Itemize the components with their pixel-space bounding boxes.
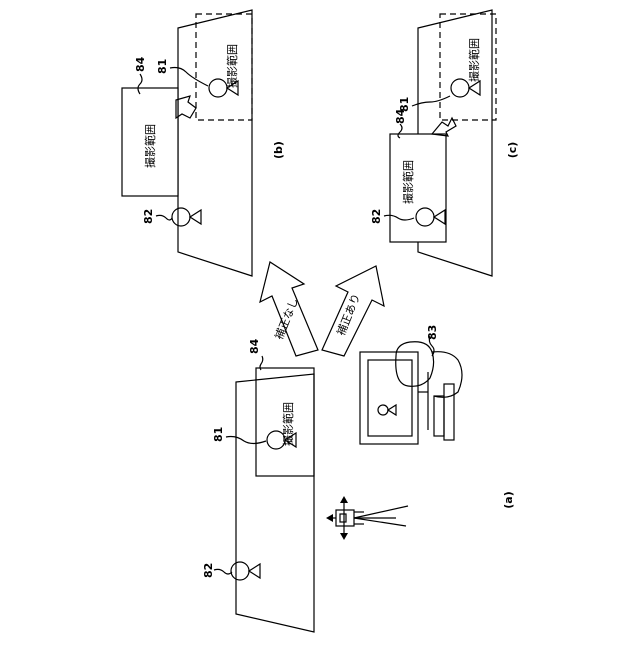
arrow-with-correction: 補正あり — [322, 266, 384, 356]
panel-b-label: (b) — [272, 141, 285, 159]
panel-a-subject-82 — [231, 562, 260, 580]
panel-b-ref-84: 84 — [134, 56, 147, 72]
panel-c: 撮影範囲 撮影範囲 84 81 82 (c) — [370, 10, 519, 276]
panel-a: 撮影範囲 84 81 82 — [202, 325, 515, 632]
panel-b: 撮影範囲 撮影範囲 84 81 82 (b) — [122, 10, 285, 276]
arrow-without-correction: 補正なし — [260, 262, 318, 356]
panel-c-ref-81: 81 — [398, 97, 411, 112]
panel-c-shifted-range — [390, 134, 446, 242]
camera-tripod-icon — [326, 496, 408, 540]
panel-b-floor — [178, 10, 252, 276]
panel-b-ref-82: 82 — [142, 209, 155, 224]
panel-b-subject-82 — [172, 208, 201, 226]
panel-b-leader-81 — [170, 68, 208, 87]
panel-b-original-range — [196, 14, 252, 120]
panel-a-leader-82 — [214, 569, 232, 574]
panel-c-ref-82: 82 — [370, 209, 383, 224]
panel-a-leader-81 — [226, 437, 266, 444]
panel-c-range-label-original: 撮影範囲 — [467, 38, 481, 82]
panel-a-ref-81: 81 — [212, 427, 225, 442]
panel-c-range-label-shifted: 撮影範囲 — [401, 160, 415, 204]
panel-c-shift-arrow — [432, 118, 456, 136]
panel-b-range-label-shifted: 撮影範囲 — [143, 124, 157, 168]
operator-at-monitor — [360, 342, 462, 444]
panel-b-shift-arrow — [176, 96, 196, 118]
panel-b-leader-82 — [156, 215, 172, 220]
panel-a-ref-83: 83 — [426, 325, 439, 340]
panel-a-ref-82: 82 — [202, 563, 215, 578]
panel-a-label: (a) — [502, 491, 515, 508]
panel-a-shooting-range-label: 撮影範囲 — [281, 402, 295, 446]
panel-c-label: (c) — [506, 142, 519, 159]
panel-a-ref-84: 84 — [248, 338, 261, 354]
arrow-without-correction-label: 補正なし — [272, 296, 301, 342]
panel-a-floor — [236, 374, 314, 632]
arrow-with-correction-label: 補正あり — [334, 292, 363, 338]
panel-b-ref-81: 81 — [156, 59, 169, 74]
